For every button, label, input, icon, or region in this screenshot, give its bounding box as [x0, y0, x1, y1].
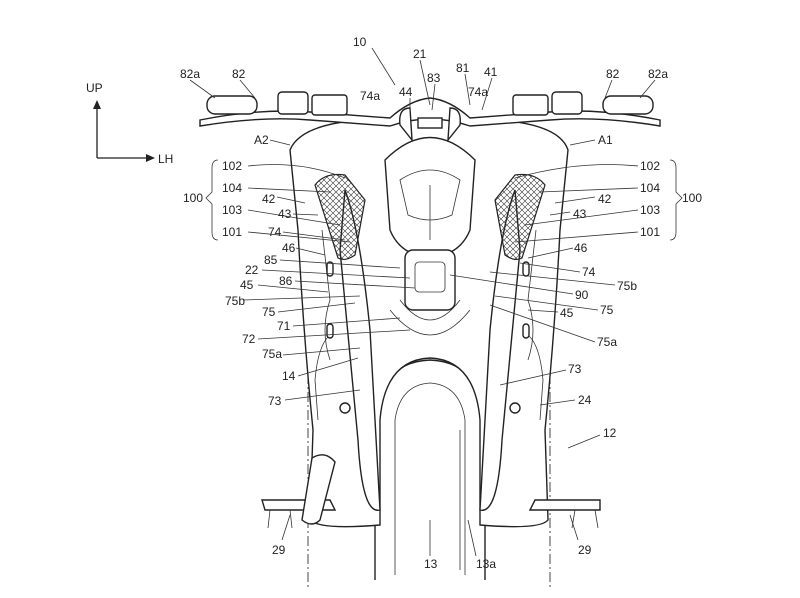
- label-75b-left: 75b: [225, 294, 245, 308]
- label-83: 83: [427, 71, 441, 85]
- label-100-right: 100: [682, 191, 702, 205]
- label-12: 12: [603, 426, 617, 440]
- label-82-left: 82: [232, 67, 246, 81]
- handlebar: [199, 91, 661, 143]
- label-43-right: 43: [573, 207, 587, 221]
- label-46-left: 46: [282, 241, 296, 255]
- orientation-arrows: [93, 100, 155, 162]
- label-75-left: 75: [262, 305, 276, 319]
- label-86: 86: [279, 274, 293, 288]
- label-102-right: 102: [640, 159, 660, 173]
- label-42-right: 42: [598, 192, 612, 206]
- axis-up-label: UP: [86, 81, 103, 95]
- reference-labels: UP LH 10 21 44 83 81 41 74a 74a 82a 82 8…: [86, 35, 702, 571]
- label-102-left: 102: [222, 159, 242, 173]
- label-85: 85: [264, 253, 278, 267]
- label-13: 13: [424, 557, 438, 571]
- label-104-left: 104: [222, 181, 242, 195]
- label-81: 81: [456, 61, 470, 75]
- label-10: 10: [353, 35, 367, 49]
- label-103-left: 103: [222, 203, 242, 217]
- label-29-right: 29: [578, 543, 592, 557]
- label-82a-left: 82a: [180, 67, 200, 81]
- label-a2: A2: [254, 133, 269, 147]
- right-mesh-duct: [494, 173, 546, 261]
- label-103-right: 103: [640, 203, 660, 217]
- label-75b-right: 75b: [617, 279, 637, 293]
- label-22: 22: [245, 263, 259, 277]
- label-75-right: 75: [600, 303, 614, 317]
- label-21: 21: [413, 47, 427, 61]
- leader-lines: [189, 47, 683, 557]
- label-45-right: 45: [560, 306, 574, 320]
- label-75a-left: 75a: [262, 347, 282, 361]
- label-24: 24: [578, 393, 592, 407]
- label-73-right: 73: [568, 362, 582, 376]
- label-74-left: 74: [268, 225, 282, 239]
- axis-lh-label: LH: [158, 152, 173, 166]
- label-44: 44: [399, 85, 413, 99]
- fairing: [289, 117, 569, 528]
- label-101-left: 101: [222, 225, 242, 239]
- label-13a: 13a: [476, 557, 496, 571]
- label-74-right: 74: [582, 265, 596, 279]
- label-75a-right: 75a: [597, 335, 617, 349]
- label-29-left: 29: [272, 543, 286, 557]
- label-14: 14: [282, 369, 296, 383]
- label-72: 72: [242, 332, 256, 346]
- label-a1: A1: [598, 133, 613, 147]
- lower-parts: [261, 454, 601, 529]
- label-101-right: 101: [640, 225, 660, 239]
- label-45-left: 45: [240, 278, 254, 292]
- label-74a-right: 74a: [468, 85, 488, 99]
- label-74a-left: 74a: [360, 89, 380, 103]
- label-82-right: 82: [606, 67, 620, 81]
- label-82a-right: 82a: [648, 67, 668, 81]
- label-90: 90: [575, 288, 589, 302]
- label-43-left: 43: [278, 207, 292, 221]
- left-mesh-duct: [314, 173, 366, 261]
- label-104-right: 104: [640, 181, 660, 195]
- label-73-left: 73: [268, 394, 282, 408]
- label-71: 71: [277, 319, 291, 333]
- label-100-left: 100: [183, 191, 203, 205]
- label-42-left: 42: [262, 192, 276, 206]
- label-41: 41: [484, 65, 498, 79]
- label-46-right: 46: [574, 241, 588, 255]
